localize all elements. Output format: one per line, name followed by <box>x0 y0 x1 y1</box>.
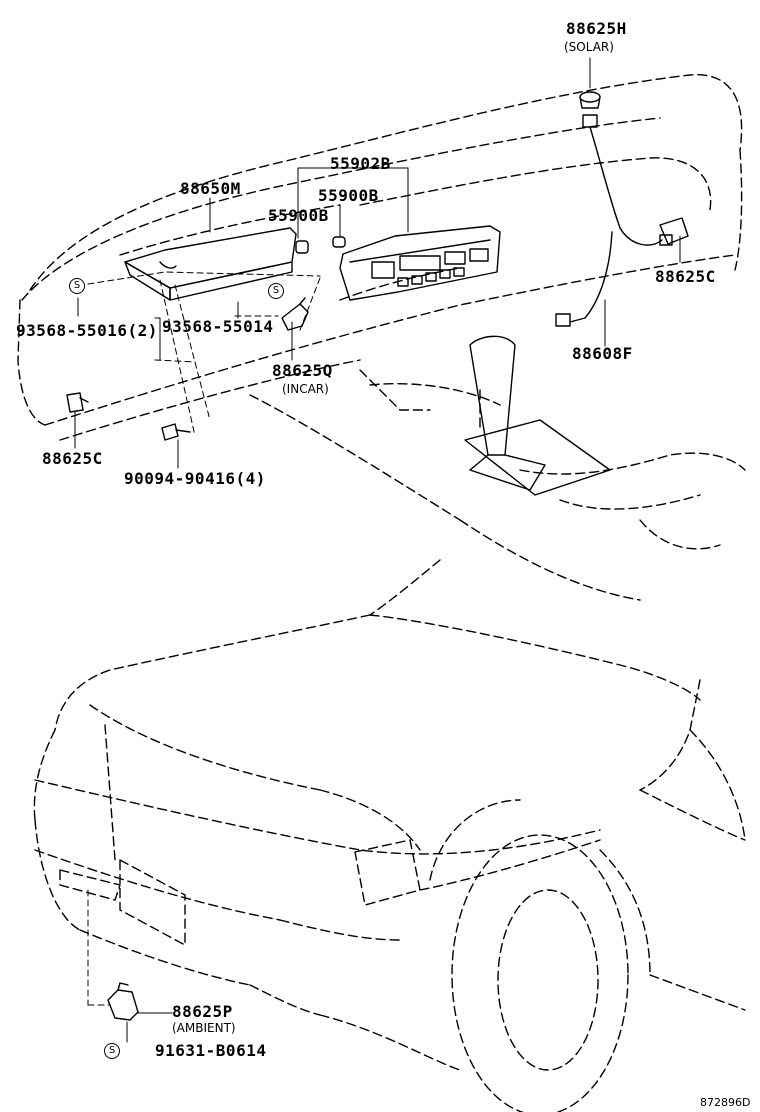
label-bulb-right: 55900B <box>318 186 379 205</box>
label-screw-amplifier: 93568-55016(2) <box>16 321 158 340</box>
incar-sensor-shape <box>281 297 309 331</box>
left-connector-shape <box>66 392 89 413</box>
label-incar-sensor: 88625Q <box>272 361 333 380</box>
label-bolt: 90094-90416(4) <box>124 469 266 488</box>
note-incar: (INCAR) <box>282 382 329 396</box>
ambient-sensor-shape <box>107 982 139 1021</box>
bulb-shapes <box>295 236 346 254</box>
control-assembly <box>339 225 501 301</box>
amplifier-box <box>124 227 297 301</box>
label-control-assembly: 55902B <box>330 154 391 173</box>
label-screw-incar: 93568-55014 <box>162 317 274 336</box>
figure-id: 872896D <box>700 1096 751 1109</box>
shift-lever <box>464 335 611 496</box>
label-amplifier: 88650M <box>180 179 241 198</box>
label-connector-right: 88625C <box>655 267 716 286</box>
label-bulb-left: 55900B <box>268 206 329 225</box>
label-wire-harness: 88608F <box>572 344 633 363</box>
guide-lines <box>87 271 321 1006</box>
note-solar: (SOLAR) <box>564 40 614 54</box>
standard-part-symbol-2: S <box>268 283 284 299</box>
leader-lines <box>74 57 681 1043</box>
label-solar-sensor: 88625H <box>566 19 627 38</box>
label-screw-ambient: 91631-B0614 <box>155 1041 267 1060</box>
label-ambient-sensor: 88625P <box>172 1002 233 1021</box>
solar-sensor-shape <box>555 91 663 327</box>
label-connector-left: 88625C <box>42 449 103 468</box>
bolt-shape <box>161 423 191 441</box>
dashboard-outline <box>17 74 746 601</box>
car-front-outline <box>33 559 746 1112</box>
standard-part-symbol-3: S <box>104 1043 120 1059</box>
right-connector-shape <box>659 217 689 246</box>
standard-part-symbol-1: S <box>69 278 85 294</box>
note-ambient: (AMBIENT) <box>172 1021 236 1035</box>
